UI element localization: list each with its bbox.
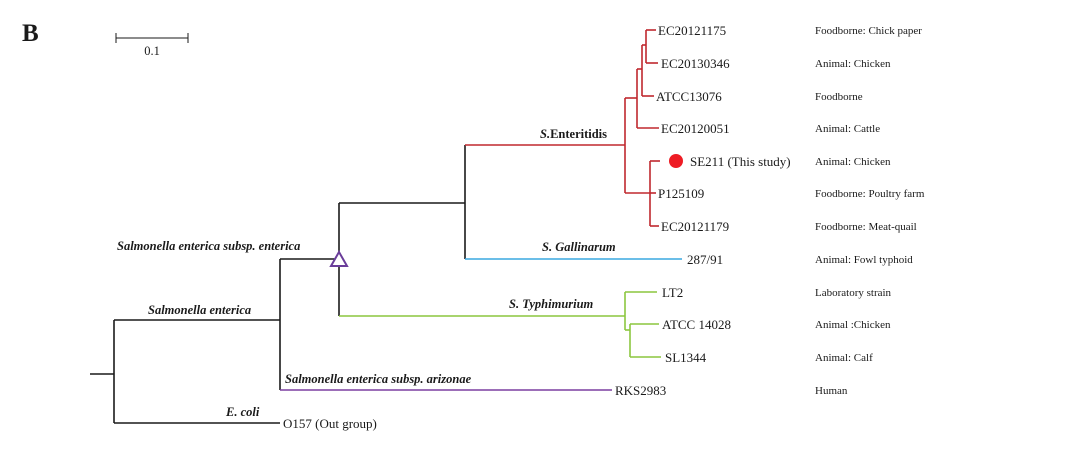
leaf-label: ATCC13076 bbox=[656, 89, 722, 104]
clade-label-gallinarum: S. Gallinarum bbox=[542, 240, 616, 254]
leaf-label: EC20130346 bbox=[661, 56, 730, 71]
source-label: Animal: Chicken bbox=[815, 156, 891, 168]
source-label: Animal :Chicken bbox=[815, 319, 891, 331]
clade-label-salmonella-enterica: Salmonella enterica bbox=[148, 303, 251, 317]
clade-label-arizonae: Salmonella enterica subsp. arizonae bbox=[285, 372, 472, 386]
panel-letter: B bbox=[22, 20, 39, 47]
leaf-label: EC20121179 bbox=[661, 219, 729, 234]
scale-bar: 0.1 bbox=[115, 33, 189, 58]
clade-label-typhimurium: S. Typhimurium bbox=[509, 297, 594, 311]
leaf-label: P125109 bbox=[658, 186, 704, 201]
typhimurium-branches bbox=[339, 291, 661, 358]
leaf-label: RKS2983 bbox=[615, 383, 666, 398]
source-label: Animal: Fowl typhoid bbox=[815, 254, 913, 266]
leaf-label: 287/91 bbox=[687, 252, 723, 267]
source-label: Foodborne: Chick paper bbox=[815, 25, 922, 37]
source-labels: Foodborne: Chick paper Animal: Chicken F… bbox=[815, 25, 925, 397]
source-label: Laboratory strain bbox=[815, 287, 892, 299]
clade-label-enteritidis: S.Enteritidis bbox=[540, 127, 607, 141]
source-label: Foodborne: Meat-quail bbox=[815, 221, 917, 233]
leaf-labels: EC20121175 EC20130346 ATCC13076 EC201200… bbox=[283, 23, 791, 431]
leaf-label: SE211 (This study) bbox=[690, 154, 791, 169]
source-label: Human bbox=[815, 385, 848, 397]
backbone-branches bbox=[90, 145, 466, 424]
leaf-label: ATCC 14028 bbox=[662, 317, 731, 332]
clade-label-subsp-enterica: Salmonella enterica subsp. enterica bbox=[117, 239, 300, 253]
leaf-label: EC20120051 bbox=[661, 121, 730, 136]
leaf-label: LT2 bbox=[662, 285, 683, 300]
leaf-label: SL1344 bbox=[665, 350, 707, 365]
clade-label-ecoli: E. coli bbox=[225, 405, 260, 419]
scale-bar-label: 0.1 bbox=[144, 44, 160, 58]
source-label: Foodborne bbox=[815, 91, 863, 103]
source-label: Foodborne: Poultry farm bbox=[815, 188, 925, 200]
source-label: Animal: Calf bbox=[815, 352, 873, 364]
leaf-label: O157 (Out group) bbox=[283, 416, 377, 431]
source-label: Animal: Chicken bbox=[815, 58, 891, 70]
highlight-dot-icon bbox=[669, 154, 683, 168]
source-label: Animal: Cattle bbox=[815, 123, 880, 135]
node-triangle-icon bbox=[329, 249, 349, 267]
enteritidis-branches bbox=[465, 29, 660, 227]
leaf-label: EC20121175 bbox=[658, 23, 726, 38]
